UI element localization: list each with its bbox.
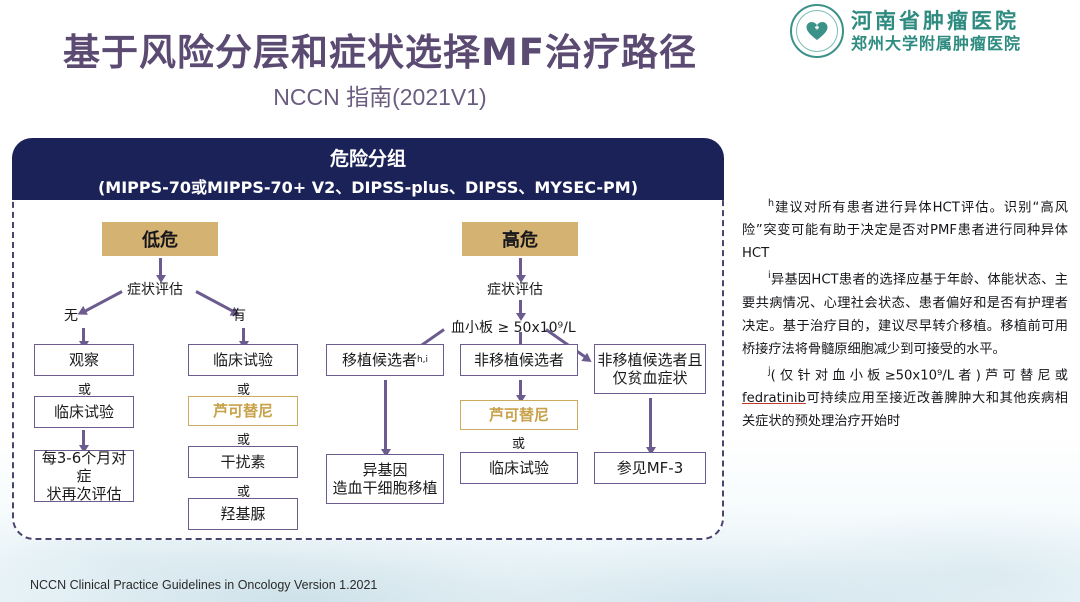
node-interferon[interactable]: 干扰素: [188, 446, 298, 478]
risk-group-banner: 危险分组 (MIPPS-70或MIPPS-70+ V2、DIPSS-plus、D…: [12, 138, 724, 200]
or-label-high-mid: 或: [512, 437, 526, 452]
source-citation: NCCN Clinical Practice Guidelines in Onc…: [30, 578, 378, 592]
node-transplant-candidate-label: 移植候选者: [341, 350, 417, 369]
footnote-h-marker: h: [768, 198, 775, 209]
or-label-left-1: 或: [78, 383, 92, 398]
footnote-h: h建议对所有患者进行异体HCT评估。识别“高风险”突变可能有助于决定是否对PMF…: [742, 196, 1068, 266]
node-reassess-3-6-months[interactable]: 每3-6个月对症 状再次评估: [34, 449, 134, 503]
or-label-right-1: 或: [237, 383, 251, 398]
footnote-j-suffix: 可持续应用至接近改善脾肿大和其他疾病相关症状的预处理治疗开始时: [742, 390, 1068, 429]
footnote-i: i异基因HCT患者的选择应基于年龄、体能状态、主要共病情况、心理社会状态、患者偏…: [742, 268, 1068, 361]
arrow-transplant-to-hsct: [380, 380, 391, 457]
footnote-j: j(仅针对血小板≥50x10⁹/L者)芦可替尼或 fedratinib可持续应用至…: [742, 364, 1068, 434]
arrow-nontransplant-to-ruxolitinib: [515, 380, 526, 403]
page-title: 基于风险分层和症状选择MF治疗路径: [62, 31, 698, 74]
hospital-heart-emblem-icon: [790, 4, 844, 58]
high-risk-tag: 高危: [462, 222, 578, 256]
node-see-mf3[interactable]: 参见MF-3: [594, 452, 706, 484]
arrow-low-branch-no: [82, 290, 123, 314]
node-allogeneic-hsct[interactable]: 异基因 造血干细胞移植: [326, 454, 444, 504]
node-clinical-trial-left[interactable]: 临床试验: [34, 396, 134, 428]
node-hydroxyurea[interactable]: 羟基脲: [188, 498, 298, 530]
arrow-yes-to-box1: [238, 328, 249, 349]
footnotes-panel: h建议对所有患者进行异体HCT评估。识别“高风险”突变可能有助于决定是否对PMF…: [742, 196, 1068, 436]
low-branch-no-label: 无: [64, 308, 78, 324]
arrow-assessment-to-platelet: [515, 300, 526, 321]
footnote-marker-hi: h,i: [416, 354, 429, 365]
banner-subtitle: (MIPPS-70或MIPPS-70+ V2、DIPSS-plus、DIPSS、…: [97, 178, 639, 197]
footnote-j-prefix: (仅针对血小板≥50x10⁹/L者)芦可替尼或: [770, 367, 1068, 383]
node-clinical-trial-sym[interactable]: 临床试验: [188, 344, 298, 376]
low-risk-assessment-label: 症状评估: [127, 282, 183, 298]
arrow-anemia-to-mf3: [645, 398, 656, 455]
node-ruxolitinib-low[interactable]: 芦可替尼: [188, 396, 298, 426]
arrow-high-to-assessment: [515, 258, 526, 283]
logo-line-1: 河南省肿瘤医院: [851, 8, 1019, 33]
hospital-logo: 河南省肿瘤医院 郑州大学附属肿瘤医院: [790, 4, 1021, 58]
node-non-transplant-candidate[interactable]: 非移植候选者: [460, 344, 578, 376]
logo-line-2: 郑州大学附属肿瘤医院: [851, 33, 1022, 53]
page-subtitle: NCCN 指南(2021V1): [273, 84, 487, 110]
arrow-low-to-assessment: [155, 258, 166, 283]
or-label-right-2: 或: [237, 433, 251, 448]
node-ruxolitinib-high[interactable]: 芦可替尼: [460, 400, 578, 430]
risk-pathway-card: 危险分组 (MIPPS-70或MIPPS-70+ V2、DIPSS-plus、D…: [12, 138, 724, 540]
arrow-no-to-box1: [78, 328, 89, 349]
banner-title: 危险分组: [329, 148, 406, 170]
footnote-i-marker: i: [768, 270, 771, 282]
low-branch-yes-label: 有: [232, 308, 246, 324]
high-risk-assessment-label: 症状评估: [487, 282, 543, 298]
footnote-j-marker: j: [768, 365, 771, 377]
node-clinical-trial-high[interactable]: 临床试验: [460, 452, 578, 484]
low-risk-tag: 低危: [102, 222, 218, 256]
node-observe[interactable]: 观察: [34, 344, 134, 376]
node-non-transplant-anemia[interactable]: 非移植候选者且 仅贫血症状: [594, 344, 706, 394]
footnote-h-text: 建议对所有患者进行异体HCT评估。识别“高风险”突变可能有助于决定是否对PMF患…: [742, 200, 1068, 262]
arrow-left-to-reassess: [78, 430, 89, 453]
platelet-threshold-label: 血小板 ≥ 50x10⁹/L: [451, 320, 576, 336]
footnote-j-drug: fedratinib: [742, 390, 806, 406]
or-label-right-3: 或: [237, 485, 251, 500]
footnote-i-text: 异基因HCT患者的选择应基于年龄、体能状态、主要共病情况、心理社会状态、患者偏好…: [742, 272, 1068, 357]
arrow-low-branch-yes: [195, 290, 236, 314]
